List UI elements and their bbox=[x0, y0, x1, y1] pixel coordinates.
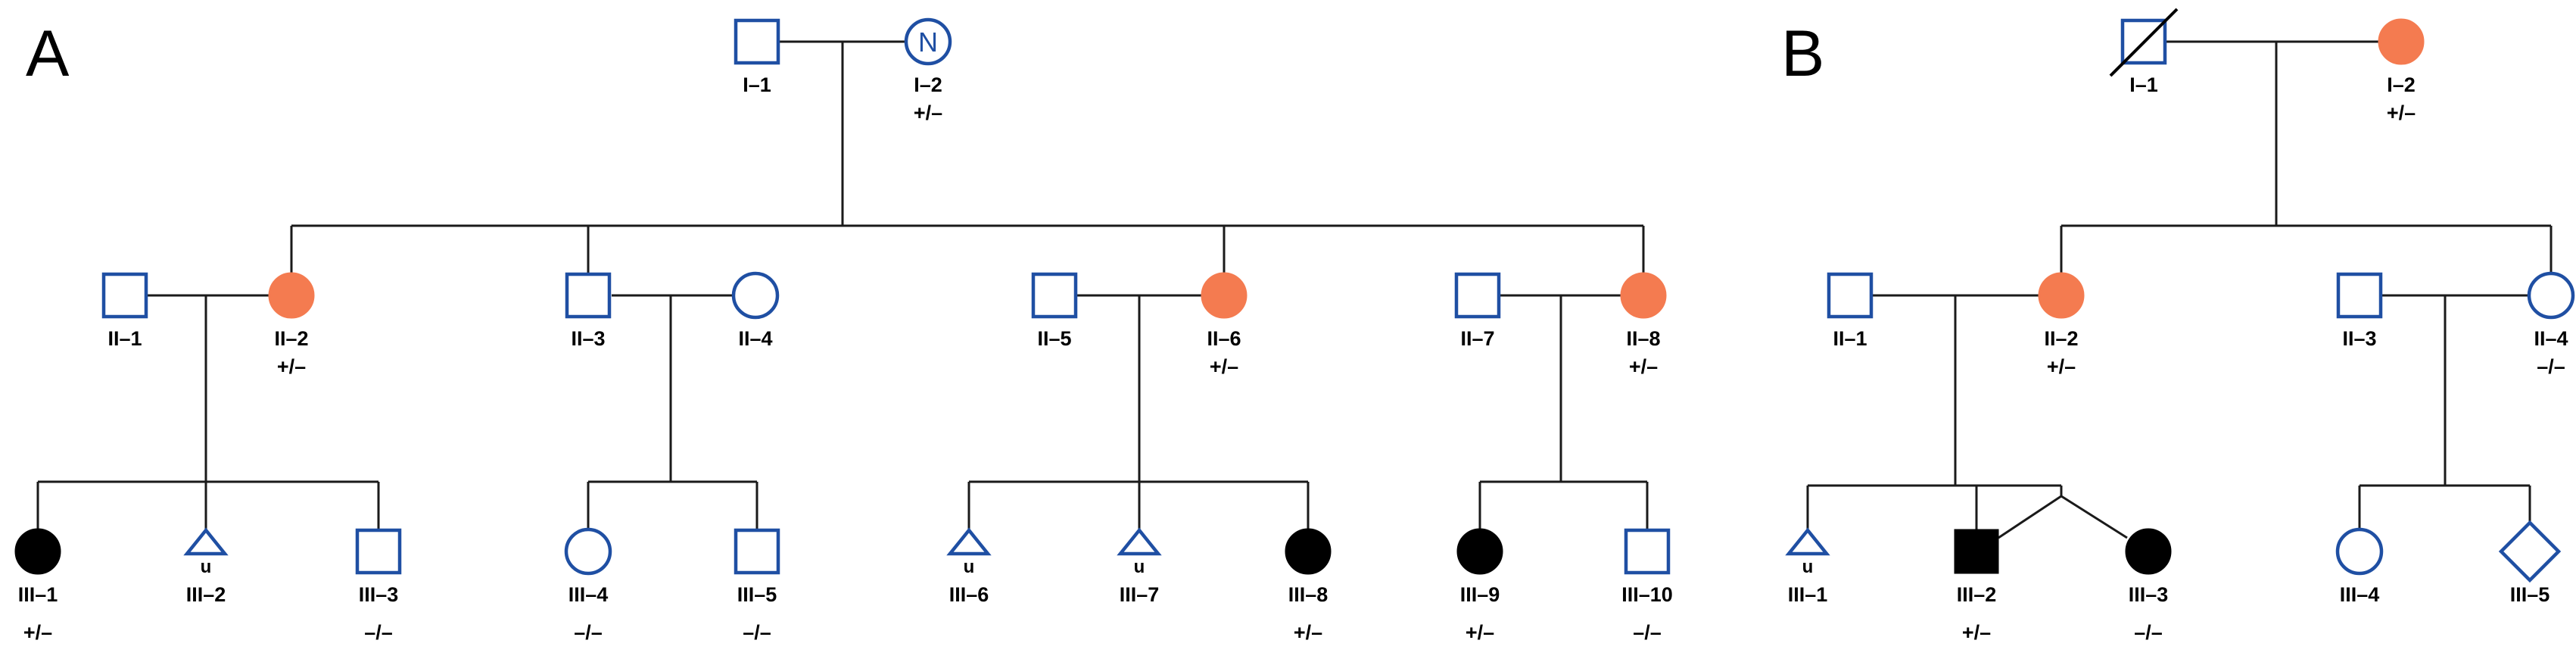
id-label: III–6 bbox=[949, 583, 989, 606]
deceased-slash-icon bbox=[2109, 8, 2179, 77]
individual-a-II-6 bbox=[1201, 272, 1248, 319]
id-label: III–9 bbox=[1460, 583, 1500, 606]
individual-a-II-1 bbox=[101, 272, 148, 319]
individual-b-II-1 bbox=[1827, 272, 1874, 319]
id-label: II–1 bbox=[107, 327, 142, 350]
id-label: II–8 bbox=[1626, 327, 1660, 350]
genotype-label: +/– bbox=[23, 621, 52, 644]
panel-label-b: B bbox=[1781, 17, 1824, 90]
individual-a-I-2 bbox=[904, 17, 952, 66]
id-label: II–6 bbox=[1207, 327, 1241, 350]
individual-a-II-3 bbox=[565, 272, 612, 319]
genotype-label: +/– bbox=[1466, 621, 1494, 644]
id-label: II–3 bbox=[2342, 327, 2376, 350]
genotype-label: +/– bbox=[2047, 355, 2076, 378]
pedigree-b-symbols: u bbox=[1785, 8, 2575, 583]
pedigree-b-lines bbox=[1806, 40, 2553, 539]
individual-a-III-2-inner: u bbox=[201, 557, 212, 577]
individual-b-II-4 bbox=[2527, 271, 2575, 320]
individual-a-III-6-inner: u bbox=[964, 557, 975, 577]
genotype-label: +/– bbox=[1962, 621, 1991, 644]
id-label: II–5 bbox=[1037, 327, 1071, 350]
id-label: III–5 bbox=[2510, 583, 2550, 606]
id-label: II–4 bbox=[2534, 327, 2568, 350]
id-label: II–2 bbox=[2044, 327, 2078, 350]
individual-b-III-5 bbox=[2498, 520, 2562, 583]
id-label: II–4 bbox=[738, 327, 772, 350]
individual-b-II-3 bbox=[2336, 272, 2383, 319]
individual-a-II-2 bbox=[268, 272, 315, 319]
id-label: III–10 bbox=[1621, 583, 1673, 606]
genotype-label: –/– bbox=[2537, 355, 2565, 378]
genotype-label: –/– bbox=[364, 621, 393, 644]
individual-a-II-7 bbox=[1454, 272, 1501, 319]
genotype-label: –/– bbox=[743, 621, 771, 644]
individual-a-III-1 bbox=[14, 528, 61, 575]
id-label: III–7 bbox=[1120, 583, 1160, 606]
individual-a-III-2 bbox=[183, 527, 229, 556]
individual-a-II-8 bbox=[1620, 272, 1667, 319]
id-label: III–1 bbox=[1788, 583, 1828, 606]
id-label: II–2 bbox=[274, 327, 308, 350]
individual-b-III-2 bbox=[1954, 529, 1999, 574]
genotype-label: +/– bbox=[914, 102, 942, 124]
id-label: III–3 bbox=[359, 583, 399, 606]
pedigree-a-labels: I–1 I–2 +/– II–1 II–2 +/– II–3 II–4 II–5… bbox=[18, 73, 1673, 644]
individual-a-III-7 bbox=[1117, 527, 1162, 556]
id-label: II–3 bbox=[571, 327, 605, 350]
id-label: I–1 bbox=[743, 73, 771, 96]
individual-b-III-4 bbox=[2335, 527, 2384, 576]
genotype-label: +/– bbox=[2387, 102, 2416, 124]
individual-a-II-4 bbox=[731, 271, 780, 320]
individual-a-II-5 bbox=[1031, 272, 1078, 319]
individual-a-III-7-inner: u bbox=[1134, 557, 1145, 577]
pedigree-a-symbols: N u u u bbox=[14, 17, 1671, 577]
id-label: I–1 bbox=[2129, 73, 2158, 96]
id-label: III–1 bbox=[18, 583, 58, 606]
individual-b-III-3 bbox=[2125, 528, 2172, 575]
individual-b-II-2 bbox=[2038, 272, 2085, 319]
genotype-label: –/– bbox=[2134, 621, 2163, 644]
genotype-label: +/– bbox=[1629, 355, 1658, 378]
pedigree-a-lines bbox=[36, 40, 1649, 530]
id-label: III–4 bbox=[2340, 583, 2380, 606]
individual-a-III-10 bbox=[1624, 528, 1671, 575]
individual-a-III-5 bbox=[734, 528, 780, 575]
individual-a-III-6 bbox=[946, 527, 992, 556]
id-label: II–7 bbox=[1460, 327, 1494, 350]
genotype-label: –/– bbox=[574, 621, 603, 644]
id-label: III–8 bbox=[1288, 583, 1328, 606]
individual-a-III-3 bbox=[355, 528, 402, 575]
genotype-label: +/– bbox=[1210, 355, 1238, 378]
genotype-label: –/– bbox=[1633, 621, 1662, 644]
id-label: III–4 bbox=[568, 583, 609, 606]
genotype-label: +/– bbox=[277, 355, 306, 378]
id-label: III–2 bbox=[186, 583, 226, 606]
id-label: III–5 bbox=[737, 583, 777, 606]
individual-b-I-2 bbox=[2378, 18, 2425, 65]
pedigree-b-labels: I–1 I–2 +/– II–1 II–2 +/– II–3 II–4 –/– … bbox=[1788, 73, 2568, 644]
individual-a-I-2-inner: N bbox=[918, 27, 938, 58]
individual-b-III-1-inner: u bbox=[1802, 557, 1814, 577]
individual-a-III-8 bbox=[1285, 528, 1332, 575]
individual-a-I-1 bbox=[734, 18, 780, 65]
genotype-label: +/– bbox=[1294, 621, 1322, 644]
individual-b-III-1 bbox=[1785, 527, 1830, 556]
id-label: I–2 bbox=[914, 73, 942, 96]
id-label: I–2 bbox=[2387, 73, 2416, 96]
id-label: II–1 bbox=[1833, 327, 1867, 350]
individual-a-III-9 bbox=[1456, 528, 1503, 575]
individual-a-III-4 bbox=[564, 527, 612, 576]
id-label: III–3 bbox=[2129, 583, 2169, 606]
id-label: III–2 bbox=[1957, 583, 1997, 606]
panel-label-a: A bbox=[26, 17, 70, 90]
